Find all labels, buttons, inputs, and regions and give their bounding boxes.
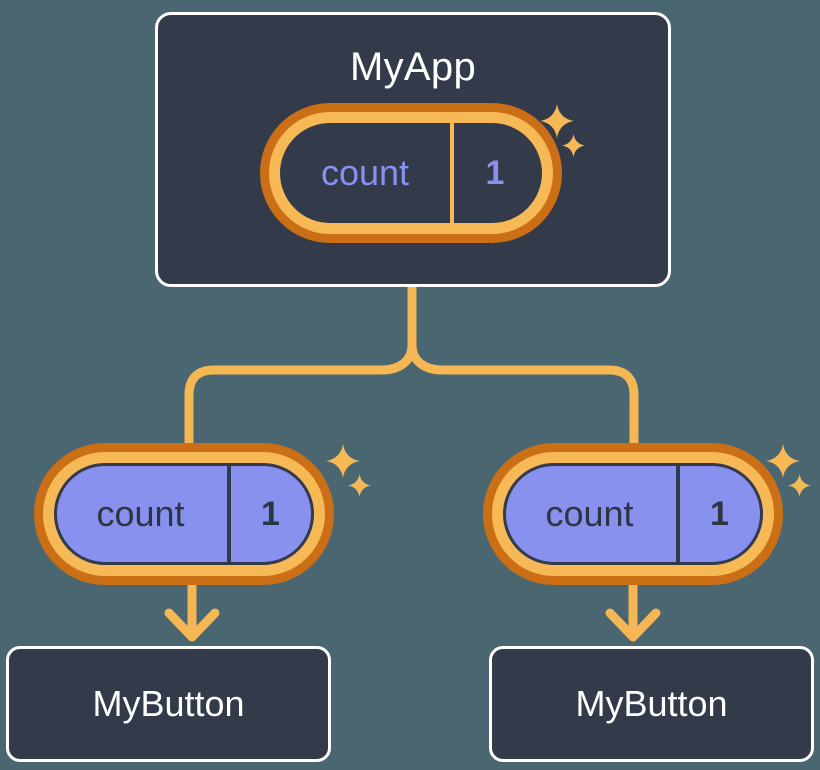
signal-value: 1 [261, 495, 280, 533]
component-card-mybutton-right[interactable]: MyButton [489, 646, 814, 762]
sparkle-icon [326, 444, 360, 478]
signal-pill-root[interactable]: count 1 [269, 112, 553, 234]
arrow-down-icon-left [164, 608, 220, 642]
arrow-down-icon-right [605, 608, 661, 642]
signal-name: count [54, 463, 231, 565]
component-card-mybutton-left[interactable]: MyButton [6, 646, 331, 762]
sparkle-icon [788, 474, 811, 497]
signal-value: 1 [485, 154, 505, 192]
sparkle-icon [540, 104, 574, 138]
signal-pill-right[interactable]: count 1 [492, 452, 774, 576]
component-title: MyButton [92, 683, 245, 724]
signal-pill-left[interactable]: count 1 [43, 452, 325, 576]
sparkle-icon [562, 134, 585, 157]
wire-branch-right [407, 340, 639, 457]
signal-value: 1 [710, 495, 729, 533]
component-title: MyApp [350, 45, 476, 89]
component-title: MyButton [575, 683, 728, 724]
signal-name: count [503, 463, 680, 565]
sparkle-icon [348, 474, 371, 497]
sparkle-icon [766, 444, 800, 478]
signal-name: count [280, 123, 454, 223]
wire-branch-left [184, 340, 417, 457]
